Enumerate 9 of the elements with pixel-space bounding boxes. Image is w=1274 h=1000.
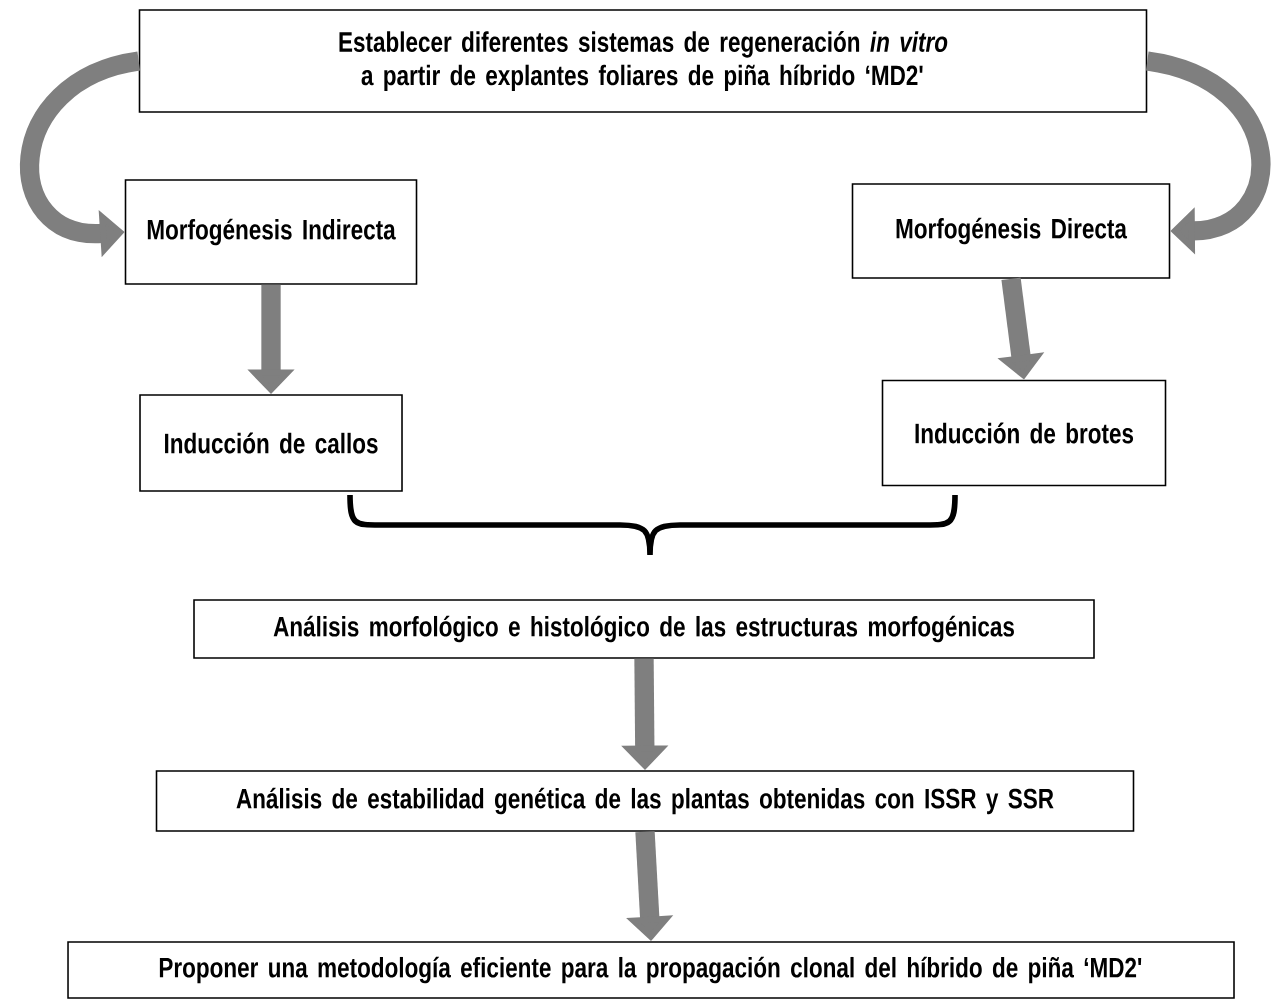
process-box: Inducción de callos	[139, 394, 403, 492]
process-box: Inducción de brotes	[881, 379, 1167, 487]
goal-box: Proponer una metodología eficiente para la propagación clonal del híbrido de piña ‘MD2'	[67, 941, 1235, 999]
process-box: Morfogénesis Indirecta	[124, 179, 418, 285]
objective-box: Establecer diferentes sistemas de regeneración in vitro a partir de explantes foliares de piña híbrido ‘MD2'	[138, 9, 1148, 113]
process-box: Análisis morfológico e histológico de las estructuras morfogénicas	[193, 599, 1095, 659]
arrow	[1145, 51, 1271, 255]
process-box: Morfogénesis Directa	[851, 183, 1171, 279]
process-box: Análisis de estabilidad genética de las plantas obtenidas con ISSR y SSR	[155, 770, 1135, 832]
